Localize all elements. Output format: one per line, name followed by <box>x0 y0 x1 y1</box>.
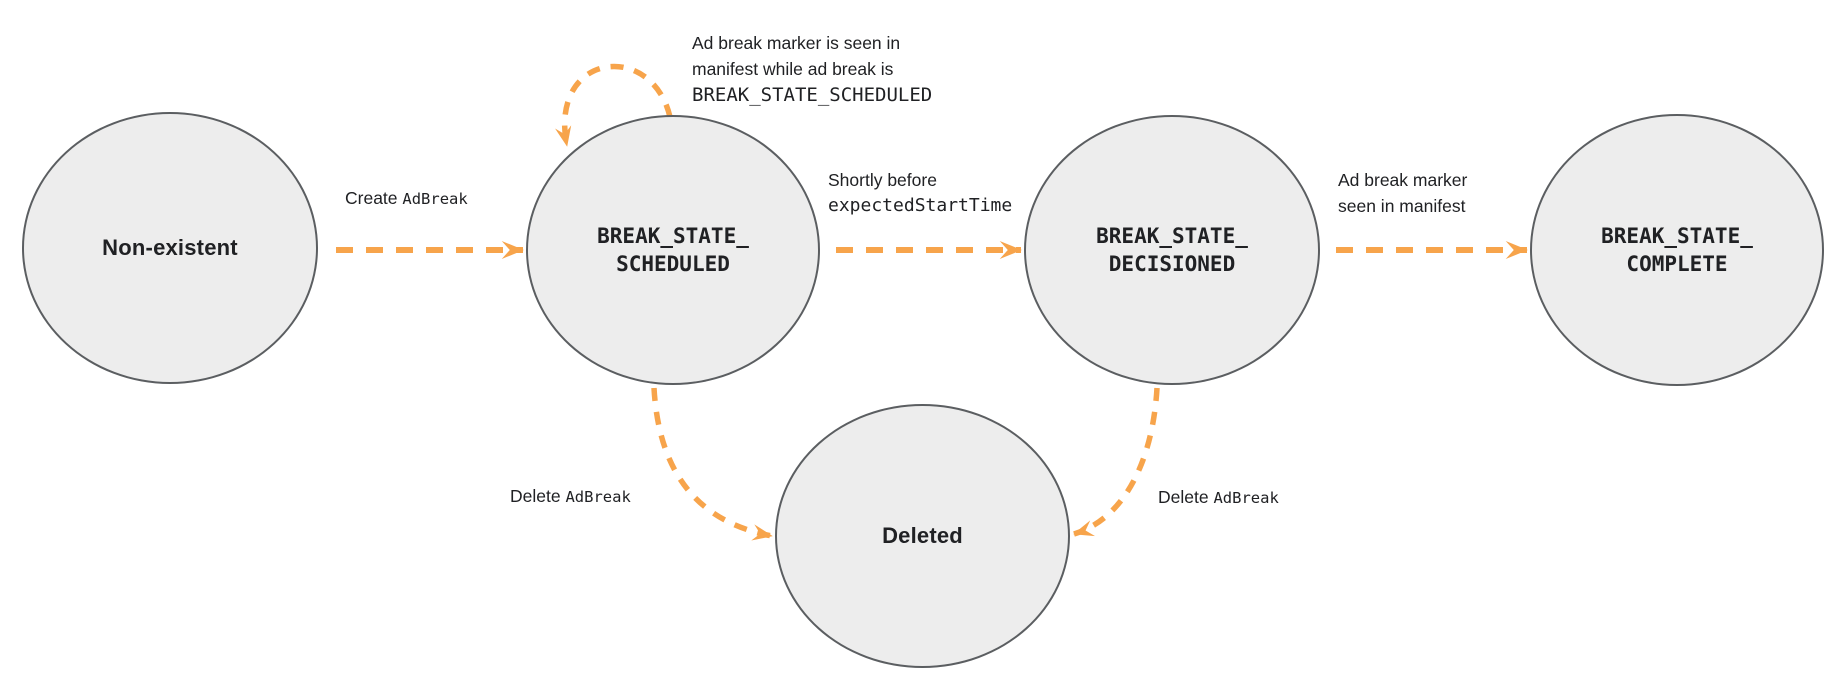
state-label-line2: SCHEDULED <box>616 252 730 276</box>
state-break-state-complete: BREAK_STATE_ COMPLETE <box>1530 114 1824 386</box>
state-label-line1: BREAK_STATE_ <box>597 224 749 248</box>
state-label: Non-existent <box>102 235 238 260</box>
state-break-state-decisioned: BREAK_STATE_ DECISIONED <box>1024 115 1320 385</box>
label-code: BREAK_STATE_SCHEDULED <box>692 84 933 106</box>
label-line1: Ad break marker <box>1338 170 1468 190</box>
label-self-loop: Ad break marker is seen in manifest whil… <box>692 30 932 108</box>
label-shortly-before: Shortly before expectedStartTime <box>828 167 1012 219</box>
label-line1: Ad break marker is seen in <box>692 33 901 53</box>
label-marker-seen: Ad break marker seen in manifest <box>1338 167 1467 219</box>
label-delete-adbreak-left: Delete AdBreak <box>510 483 631 510</box>
label-code: AdBreak <box>1213 489 1279 507</box>
arrow-delete-from-decisioned <box>1073 387 1160 537</box>
label-text: Create <box>345 188 403 208</box>
state-label-line1: BREAK_STATE_ <box>1601 224 1753 248</box>
label-line1: Shortly before <box>828 170 937 190</box>
label-text: Delete <box>1158 487 1214 507</box>
label-line2: seen in manifest <box>1338 196 1466 216</box>
label-text: Delete <box>510 486 566 506</box>
label-code: AdBreak <box>402 190 468 208</box>
label-code: expectedStartTime <box>828 195 1013 216</box>
state-non-existent: Non-existent <box>22 112 318 384</box>
state-label-line1: BREAK_STATE_ <box>1096 224 1248 248</box>
state-label-line2: COMPLETE <box>1626 252 1728 276</box>
label-code: AdBreak <box>565 488 631 506</box>
state-label: Deleted <box>882 523 963 548</box>
label-delete-adbreak-right: Delete AdBreak <box>1158 484 1279 511</box>
state-break-state-scheduled: BREAK_STATE_ SCHEDULED <box>526 115 820 385</box>
state-label-line2: DECISIONED <box>1108 252 1236 276</box>
state-deleted: Deleted <box>775 404 1070 668</box>
label-create-adbreak: Create AdBreak <box>345 185 468 212</box>
label-line2: manifest while ad break is <box>692 59 894 79</box>
arrow-delete-from-scheduled <box>651 387 773 541</box>
